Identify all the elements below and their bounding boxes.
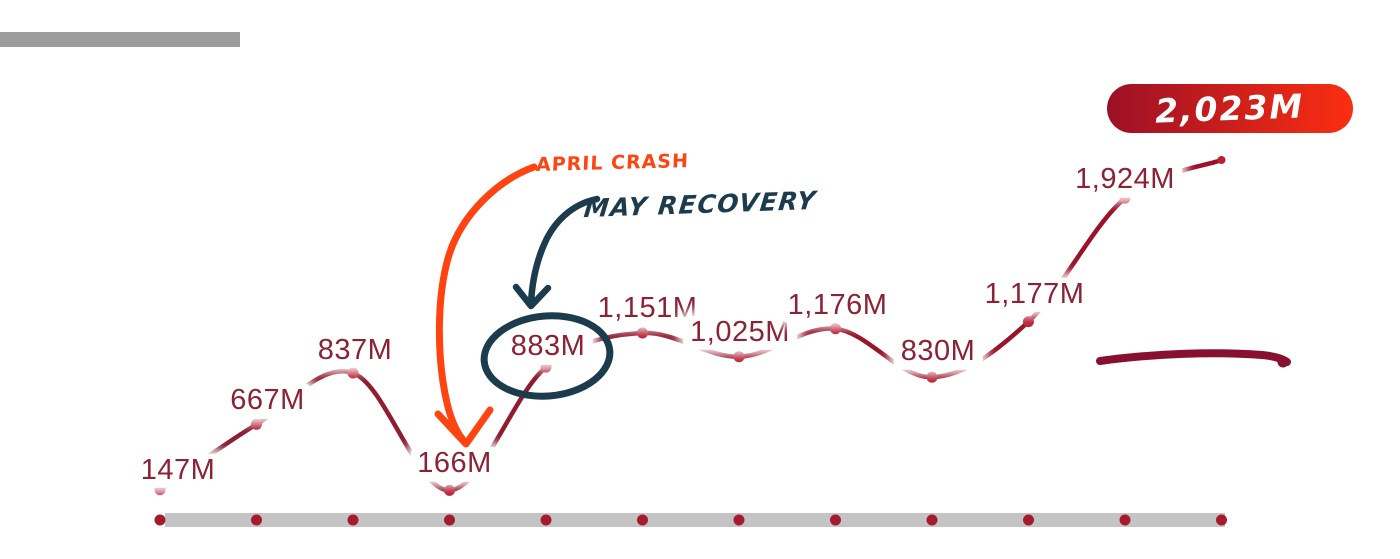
data-point-marker <box>444 484 455 496</box>
axis-tick-dot <box>540 514 552 526</box>
april-crash-annotation: APRIL CRASH <box>535 149 690 177</box>
crash-arrowhead-icon <box>434 406 494 448</box>
data-point-marker <box>1023 316 1034 328</box>
axis-tick-dot <box>1119 514 1131 526</box>
data-point-marker <box>540 361 552 373</box>
point-label-chip: 667M <box>223 384 312 419</box>
point-label-chip: 830M <box>893 334 983 370</box>
axis-tick-dot <box>1216 514 1227 526</box>
point-label-chip: 883M <box>503 329 593 365</box>
underline-swoosh-end-dot <box>1277 356 1289 368</box>
axis-tick-dot <box>637 514 648 526</box>
axis-tick-dot <box>347 514 359 526</box>
axis-tick-dot <box>1023 514 1034 526</box>
data-point-marker <box>1217 156 1226 164</box>
point-label-chip: 837M <box>310 333 400 369</box>
data-point-marker <box>733 351 745 363</box>
final-value-badge: 2,023M <box>1107 84 1353 133</box>
point-label-chip: 166M <box>410 447 499 482</box>
point-label-chip: 147M <box>133 453 223 488</box>
point-label-chip: 1,176M <box>780 288 895 323</box>
crash-arrow-icon <box>435 163 538 445</box>
redacted-title-bar <box>0 32 240 47</box>
point-label-chip: 1,025M <box>683 315 797 350</box>
data-point-marker <box>347 367 359 379</box>
axis-tick-dot <box>444 514 455 526</box>
data-point-marker <box>637 327 648 339</box>
point-label-chip: 1,177M <box>977 277 1092 312</box>
underline-swoosh-icon <box>1096 349 1291 366</box>
axis-tick-dot <box>154 514 166 526</box>
data-point-marker <box>251 418 262 430</box>
final-value-label: 2,023M <box>1154 86 1306 131</box>
recovery-arrow-icon <box>527 195 601 307</box>
axis-tick-dot <box>830 514 841 526</box>
recovery-arrowhead-icon <box>512 283 552 310</box>
point-label-chip: 1,924M <box>1068 162 1182 198</box>
axis-tick-dot <box>733 514 745 526</box>
axis-tick-dot <box>926 514 938 526</box>
axis-tick-dot <box>251 514 262 526</box>
data-point-marker <box>830 323 841 335</box>
highlight-circle-icon <box>480 312 614 400</box>
data-point-marker <box>926 371 938 383</box>
x-axis-bar <box>165 513 1225 527</box>
